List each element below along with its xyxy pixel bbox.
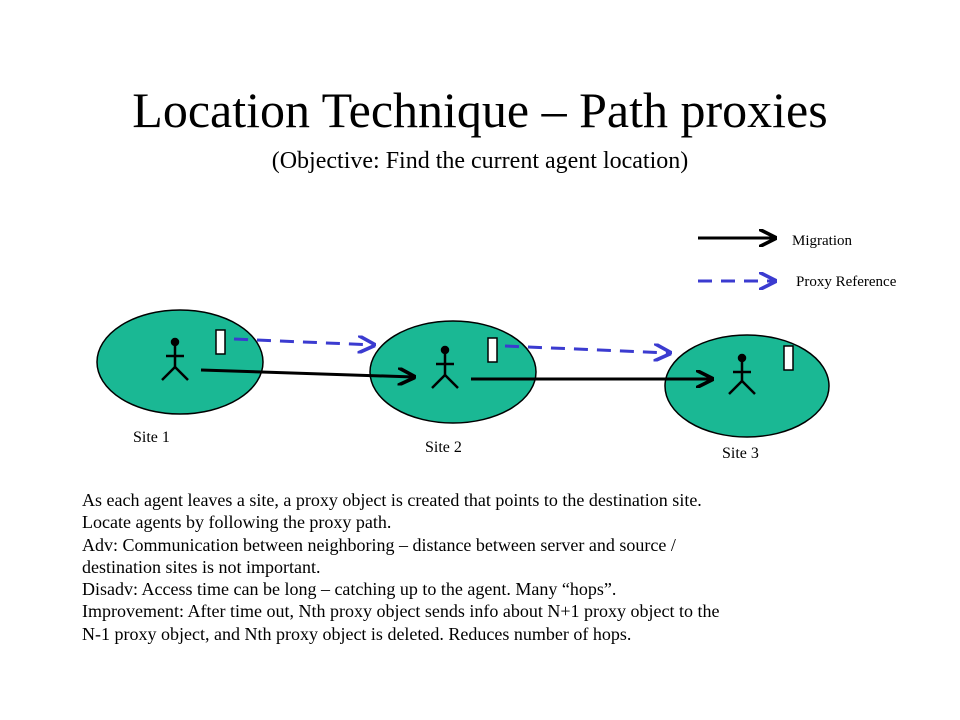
- slide-title: Location Technique – Path proxies: [132, 82, 828, 138]
- explanation-text: As each agent leaves a site, a proxy obj…: [82, 489, 902, 645]
- agent-icon: [728, 353, 756, 395]
- site-1-node: [96, 309, 264, 415]
- proxy-arrow-2-3: [504, 346, 670, 353]
- slide-subtitle: (Objective: Find the current agent locat…: [271, 148, 689, 174]
- legend-migration-label: Migration: [792, 233, 852, 249]
- site-1-label: Site 1: [133, 429, 170, 446]
- proxy-object: [215, 329, 226, 355]
- explanation-line: Disadv: Access time can be long – catchi…: [82, 579, 617, 600]
- migration-arrow-1-2: [200, 370, 414, 377]
- proxy-object: [487, 337, 498, 363]
- site-2-label: Site 2: [425, 439, 462, 456]
- explanation-line: Adv: Communication between neighboring –…: [82, 534, 676, 555]
- proxy-object: [783, 345, 794, 371]
- explanation-line: destination sites is not important.: [82, 556, 321, 577]
- site-3-label: Site 3: [722, 445, 759, 462]
- site-2-node: [369, 320, 537, 424]
- agent-icon: [431, 345, 459, 389]
- explanation-line: As each agent leaves a site, a proxy obj…: [82, 490, 702, 510]
- explanation-line: N-1 proxy object, and Nth proxy object i…: [82, 623, 632, 644]
- agent-icon: [161, 337, 189, 381]
- explanation-line: Improvement: After time out, Nth proxy o…: [82, 601, 720, 622]
- explanation-line: Locate agents by following the proxy pat…: [82, 512, 392, 533]
- legend-proxy-reference-label: Proxy Reference: [796, 274, 897, 290]
- proxy-arrow-1-2: [233, 339, 374, 345]
- site-3-node: [664, 334, 830, 438]
